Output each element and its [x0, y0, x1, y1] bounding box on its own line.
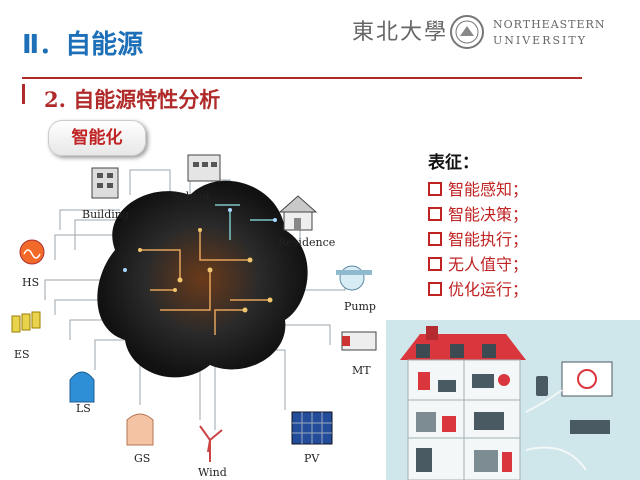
smart-home-illustration — [386, 320, 640, 480]
feature-item: 智能执行； — [428, 227, 528, 252]
label-mt: MT — [352, 364, 371, 377]
label-ls: LS — [76, 402, 91, 415]
features-list: 表征： 智能感知； 智能决策； 智能执行； 无人值守； 优化运行； — [428, 148, 528, 302]
label-gs: GS — [134, 452, 150, 465]
brain-circuit — [97, 180, 308, 378]
section-title: 2. 自能源特性分析 — [44, 87, 221, 112]
residence-icon — [278, 195, 318, 231]
section-accent-bar — [22, 84, 25, 104]
mt-icon — [341, 331, 377, 351]
gs-icon — [126, 413, 154, 446]
chapter-title: Ⅱ．自能源 — [22, 30, 144, 60]
label-building: Building — [82, 208, 129, 221]
label-es: ES — [14, 348, 30, 361]
smart-energy-diagram: Building School Residence HS Pump ES MT — [11, 154, 377, 479]
label-pump: Pump — [344, 300, 376, 313]
pv-panel-icon — [291, 411, 333, 445]
label-pv: PV — [304, 452, 320, 465]
building-icon — [91, 167, 119, 199]
hs-icon — [19, 239, 45, 265]
feature-item: 无人值守； — [428, 252, 528, 277]
label-wind: Wind — [198, 466, 227, 479]
school-icon — [187, 154, 221, 182]
checkbox-outline-icon — [428, 232, 442, 246]
checkbox-outline-icon — [428, 182, 442, 196]
checkbox-outline-icon — [428, 282, 442, 296]
university-name-cn: 東北大學 — [352, 20, 449, 45]
university-name-en-line1: NORTHEASTERN — [493, 18, 606, 31]
checkbox-outline-icon — [428, 257, 442, 271]
label-school: School — [172, 190, 210, 203]
smart-tag: 智能化 — [48, 120, 146, 156]
university-name-en-line2: UNIVERSITY — [493, 34, 587, 47]
feature-item: 智能决策； — [428, 202, 528, 227]
feature-item: 优化运行； — [428, 277, 528, 302]
pump-icon — [336, 265, 372, 291]
feature-item: 智能感知； — [428, 177, 528, 202]
checkbox-outline-icon — [428, 207, 442, 221]
label-hs: HS — [22, 276, 39, 289]
university-logo: 東北大學 NORTHEASTERN UNIVERSITY — [352, 14, 604, 54]
header-divider — [22, 77, 582, 79]
label-residence: Residence — [278, 236, 335, 249]
es-icon — [11, 311, 41, 333]
features-title: 表征： — [428, 153, 479, 173]
university-seal-icon — [450, 15, 484, 49]
wind-turbine-icon — [199, 425, 223, 462]
ls-icon — [69, 371, 95, 403]
